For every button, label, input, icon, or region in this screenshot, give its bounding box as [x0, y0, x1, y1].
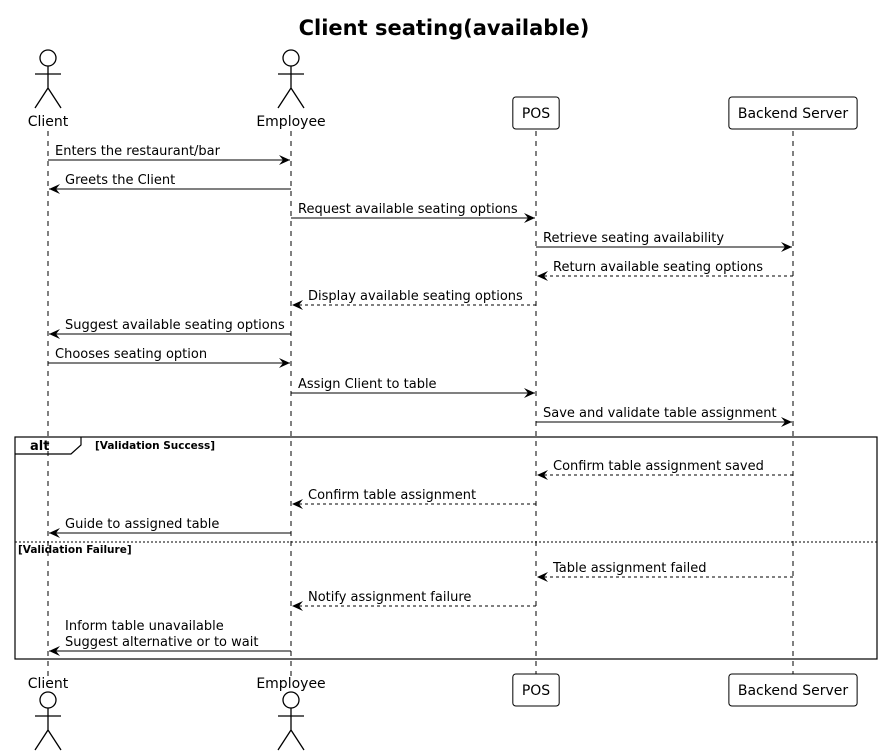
message-8: Assign Client to table	[291, 377, 535, 398]
participant-pos-top: POS	[512, 96, 560, 130]
actor-client-bottom: Client	[28, 676, 69, 751]
message-10: Confirm table assignment saved	[537, 459, 793, 480]
message-label: Notify assignment failure	[308, 590, 471, 605]
message-7: Chooses seating option	[48, 347, 290, 368]
participant-box	[728, 673, 858, 707]
message-label: Table assignment failed	[552, 561, 707, 576]
alt-frame-border	[14, 436, 878, 660]
message-label: Chooses seating option	[55, 347, 207, 362]
actor-icon	[39, 49, 57, 67]
participant-box	[728, 96, 858, 130]
actor-icon	[282, 49, 300, 67]
message-label: Assign Client to table	[298, 377, 437, 392]
participant-box	[512, 673, 560, 707]
message-14: Notify assignment failure	[292, 590, 536, 611]
message-3: Retrieve seating availability	[536, 231, 792, 252]
participant-label: Client	[28, 676, 69, 692]
participant-backend-top: Backend Server	[728, 96, 858, 130]
actor-employee-bottom: Employee	[256, 676, 326, 751]
actor-icon	[282, 691, 300, 709]
participant-label: Backend Server	[738, 683, 848, 699]
participant-label: POS	[522, 683, 550, 699]
message-label: Confirm table assignment	[308, 488, 476, 503]
message-label: Display available seating options	[308, 289, 523, 304]
message-2: Request available seating options	[291, 202, 535, 223]
message-11: Confirm table assignment	[292, 488, 536, 509]
alt-frame-tab	[15, 437, 82, 455]
message-13: Table assignment failed	[537, 561, 793, 582]
participant-label: Client	[28, 114, 69, 130]
message-label: Inform table unavailable	[65, 619, 224, 634]
message-label: Guide to assigned table	[65, 517, 219, 532]
alt-keyword: alt	[30, 439, 49, 454]
actor-icon	[39, 691, 57, 709]
lifelines	[47, 131, 794, 677]
message-0: Enters the restaurant/bar	[48, 144, 290, 165]
message-label: Request available seating options	[298, 202, 518, 217]
participant-box	[512, 96, 560, 130]
alt-frame: alt [Validation Success] [Validation Failu…	[14, 436, 878, 660]
participant-label: POS	[522, 106, 550, 122]
message-label: Save and validate table assignment	[543, 406, 777, 421]
message-12: Guide to assigned table	[49, 517, 291, 538]
participant-label: Employee	[256, 114, 325, 130]
actor-client-top: Client	[28, 49, 69, 130]
diagram-title: Client seating(available)	[299, 16, 590, 40]
participant-pos-bottom: POS	[512, 673, 560, 707]
message-1: Greets the Client	[49, 173, 291, 194]
participant-backend-bottom: Backend Server	[728, 673, 858, 707]
message-label: Return available seating options	[553, 260, 763, 275]
actor-employee-top: Employee	[256, 49, 326, 130]
message-label: Greets the Client	[65, 173, 175, 188]
message-label: Enters the restaurant/bar	[55, 144, 221, 159]
guard-label: [Validation Failure]	[18, 544, 132, 556]
participant-label: Employee	[256, 676, 325, 692]
message-label: Suggest alternative or to wait	[65, 635, 258, 650]
guard-label: [Validation Success]	[95, 440, 215, 452]
participant-heads: ClientClientEmployeeEmployeePOSPOSBacken…	[28, 49, 858, 751]
message-6: Suggest available seating options	[49, 318, 291, 339]
message-4: Return available seating options	[537, 260, 793, 281]
message-label: Confirm table assignment saved	[553, 459, 764, 474]
message-label: Retrieve seating availability	[543, 231, 724, 246]
message-5: Display available seating options	[292, 289, 536, 310]
message-9: Save and validate table assignment	[536, 406, 792, 427]
message-label: Suggest available seating options	[65, 318, 285, 333]
participant-label: Backend Server	[738, 106, 848, 122]
